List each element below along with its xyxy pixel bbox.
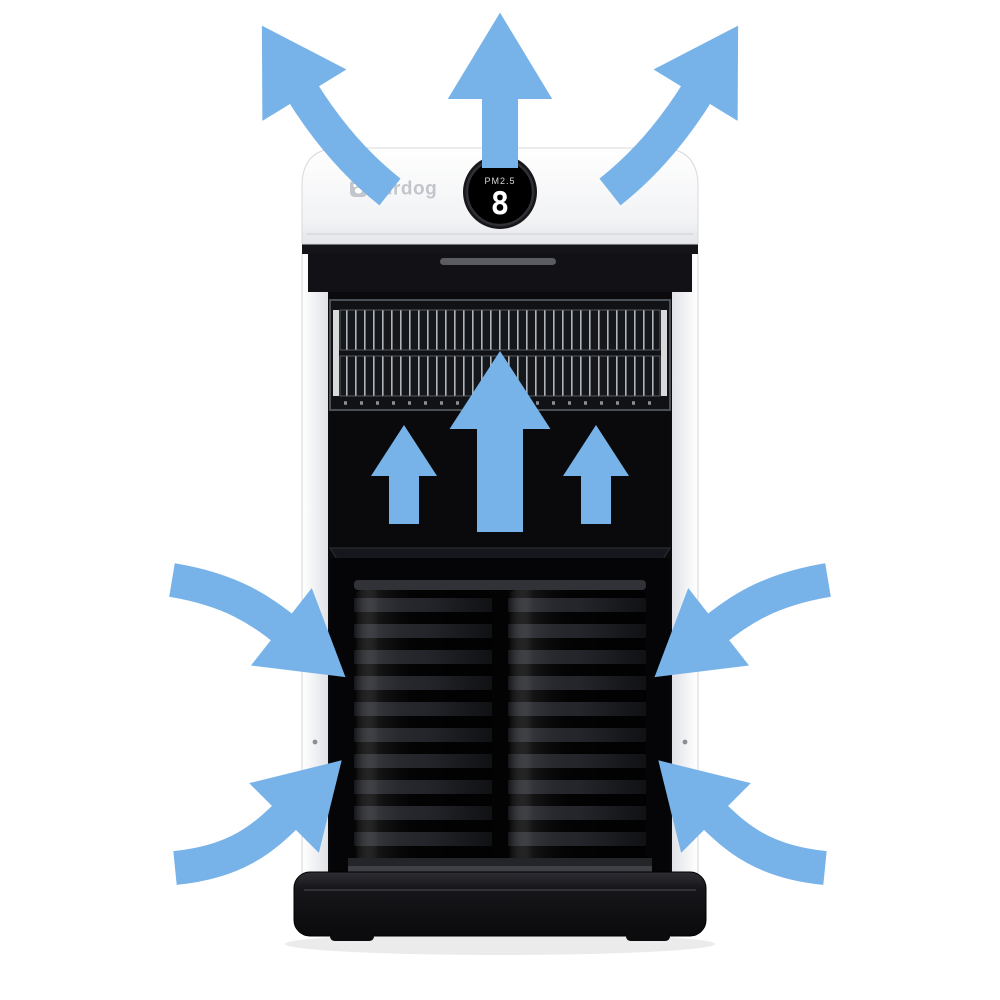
left-side-panel [303,252,329,876]
device-base [293,871,707,941]
chamber-floor [348,866,652,873]
foot-left [330,932,374,941]
air-purifier-body [293,247,707,941]
airflow-in-right-lower [658,760,827,885]
exhaust-arrows [261,12,739,206]
fan-chamber-rim [354,580,646,590]
internal-airflow-arrows [370,351,629,532]
pm-display[interactable]: PM2.5 8 [463,155,537,229]
foot-right [626,932,670,941]
top-opening-slit [440,258,556,265]
airflow-in-left-lower [173,760,342,885]
ground-shadow [285,933,715,955]
intake-arrows [169,563,831,885]
screw-dot [682,605,688,611]
airflow-out-top-left [261,25,401,206]
airflow-in-left-upper [169,563,346,678]
fan-chamber [330,558,670,873]
display-label: PM2.5 [484,176,515,186]
louver-stack-left [354,590,492,866]
airflow-in-right-upper [654,563,831,678]
display-value: 8 [491,186,510,222]
plate-end-cap-left [333,310,339,396]
top-opening [308,250,692,292]
louver-gap [492,590,508,866]
collecting-plates-row-1 [339,309,661,351]
screw-dot [682,739,688,745]
screw-dot [312,605,318,611]
ionizer-plate-assembly [329,299,671,411]
plate-end-cap-right [661,310,667,396]
collecting-plates-row-2 [339,355,661,397]
airflow-out-top-right [599,25,739,206]
chamber-floor-back [348,858,652,866]
right-side-panel [671,252,697,876]
louver-stack-right [508,590,646,866]
screw-dot [312,739,318,745]
